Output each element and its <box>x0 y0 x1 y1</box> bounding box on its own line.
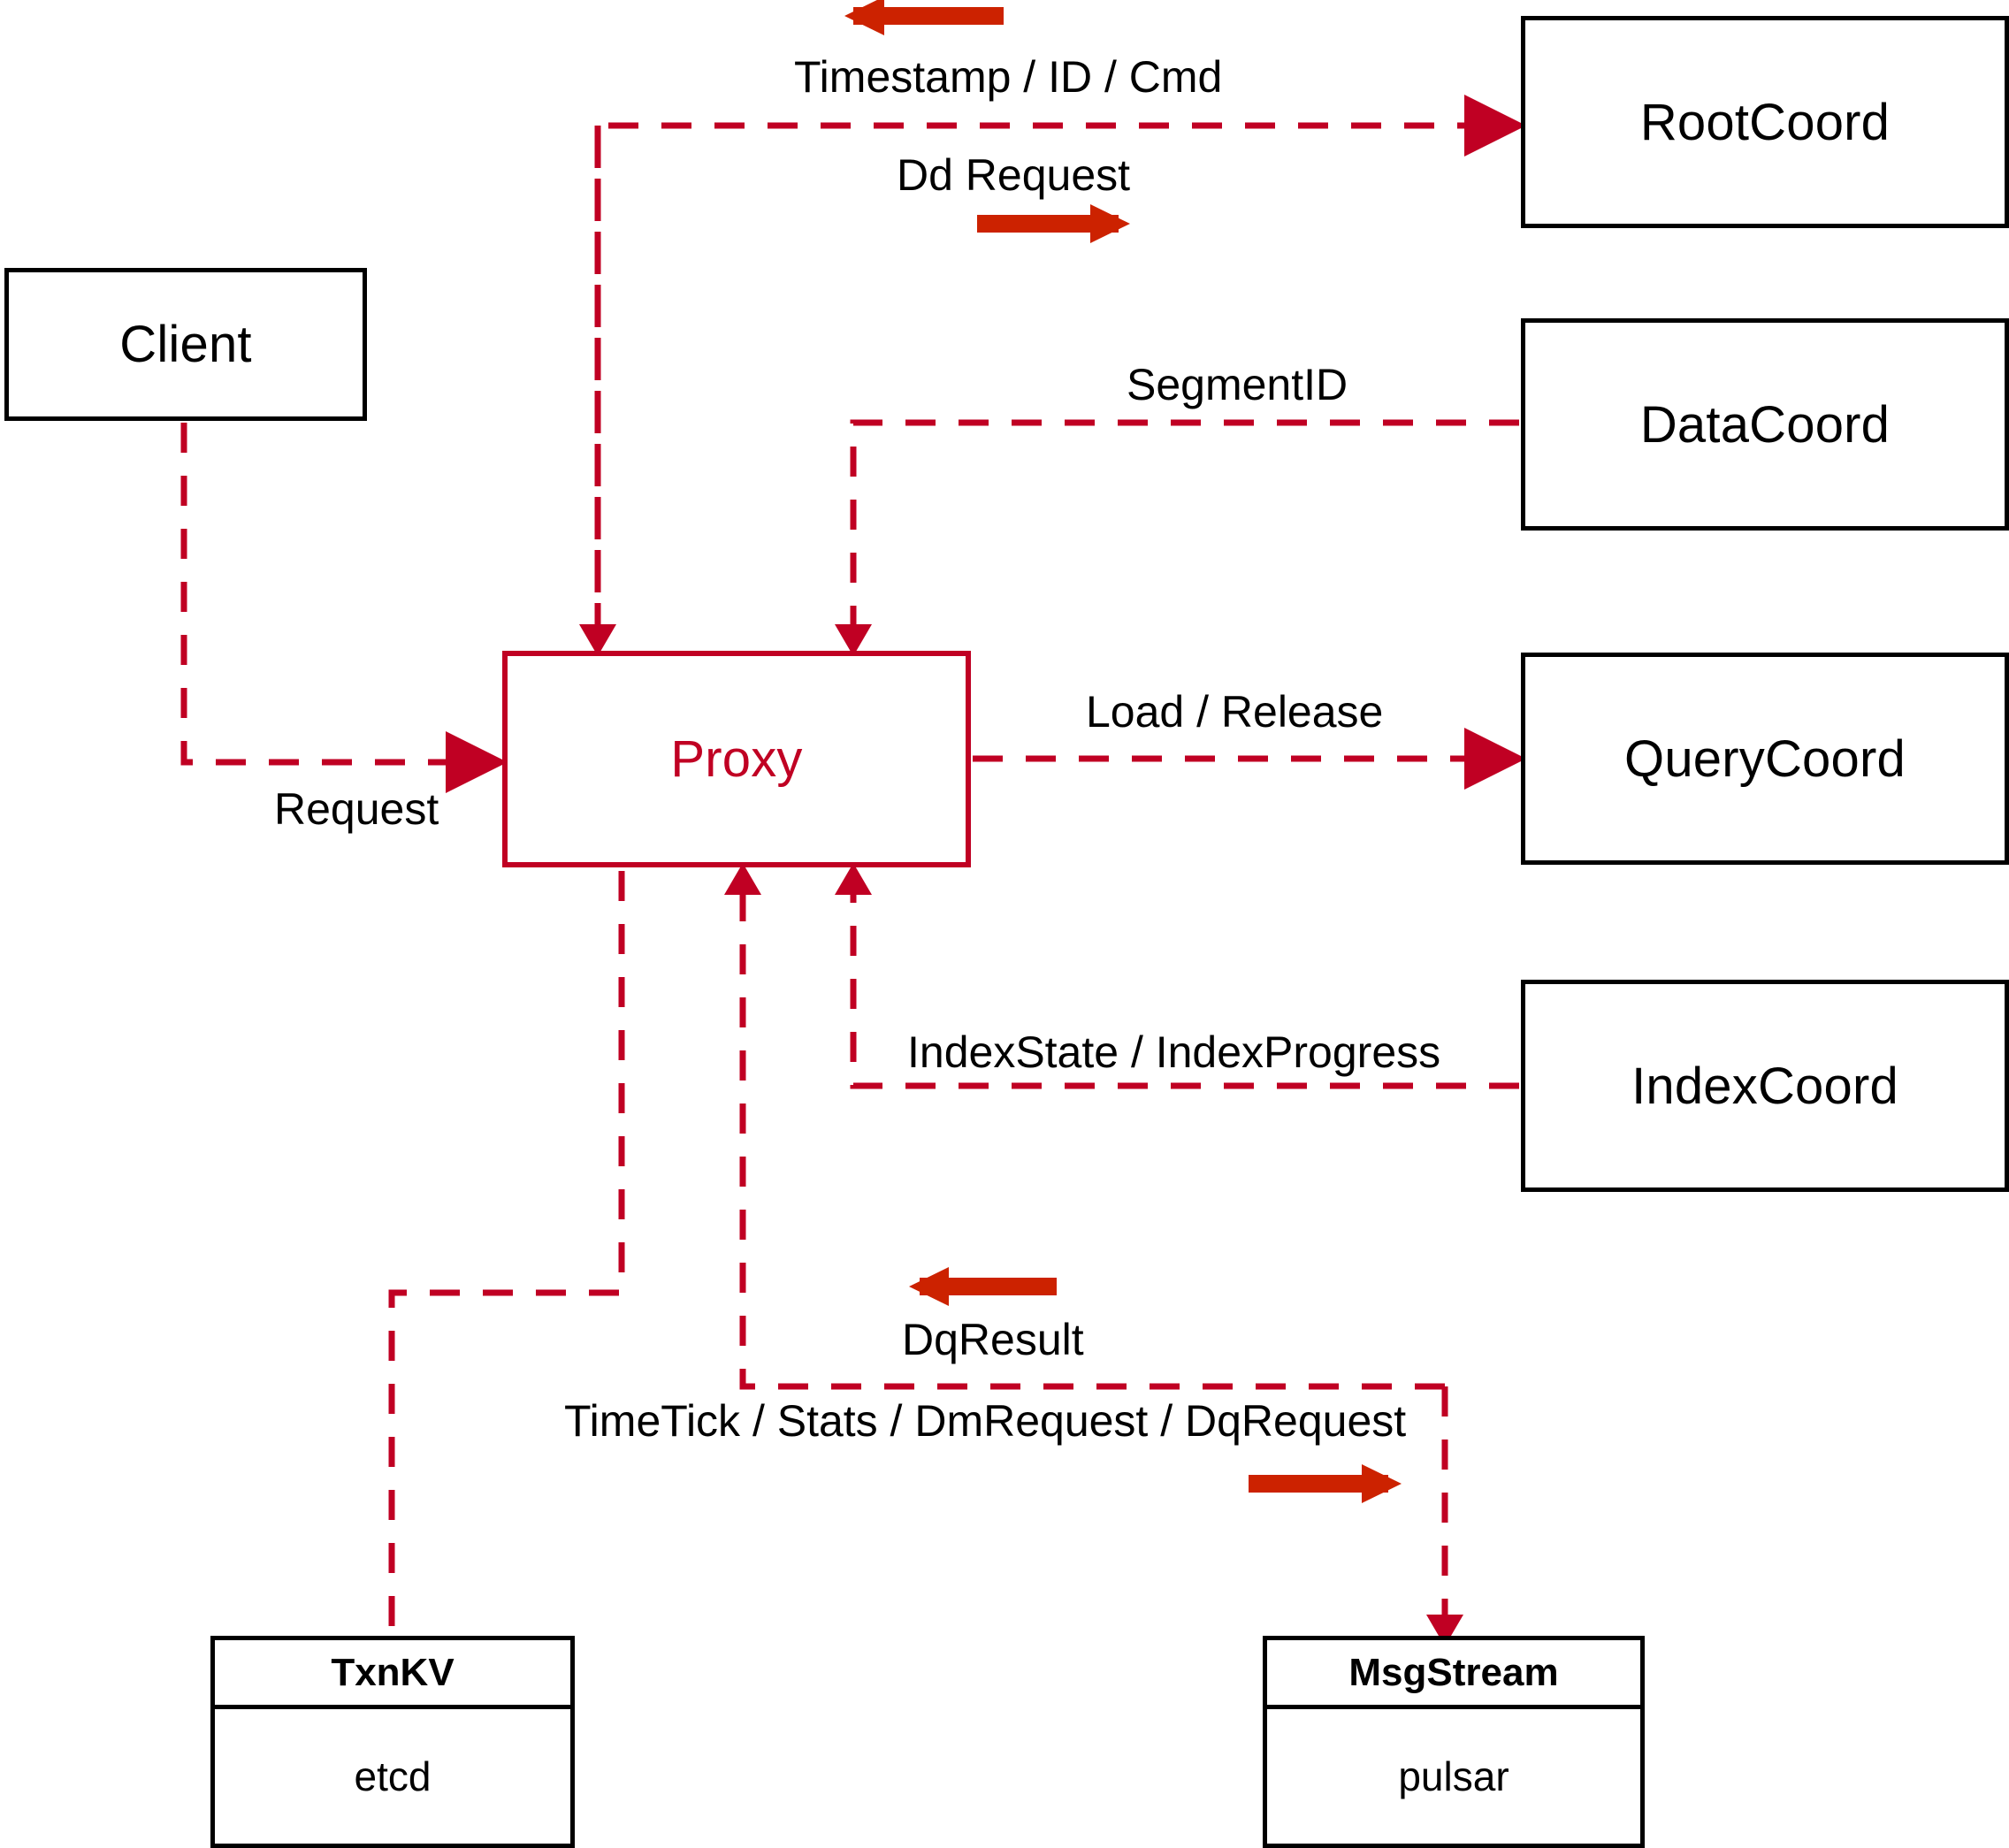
direction-arrow-dqresult-left <box>909 1267 1057 1306</box>
node-txnkv[interactable]: TxnKV etcd <box>210 1636 575 1848</box>
node-rootcoord-label: RootCoord <box>1639 93 1891 151</box>
edge-indexcoord-to-proxy <box>835 863 1519 1089</box>
edge-label-segment-id: SegmentID <box>1127 360 1348 409</box>
edge-client-to-proxy <box>180 423 508 793</box>
node-querycoord[interactable]: QueryCoord <box>1521 653 2009 865</box>
edge-label-load-release: Load / Release <box>1086 687 1384 737</box>
edge-proxy-to-rootcoord <box>579 95 1526 656</box>
direction-arrow-timetick-right <box>1249 1464 1402 1503</box>
node-indexcoord[interactable]: IndexCoord <box>1521 980 2009 1192</box>
edge-proxy-to-msgstream <box>1426 1386 1463 1646</box>
edge-label-dq-result: DqResult <box>902 1315 1084 1364</box>
node-msgstream-header: MsgStream <box>1267 1640 1640 1709</box>
edge-label-dd-request: Dd Request <box>897 150 1131 200</box>
edge-label-index-state-progress: IndexState / IndexProgress <box>907 1027 1441 1077</box>
edge-msgstream-to-proxy <box>724 863 1445 1390</box>
direction-arrow-timestamp-left <box>844 0 1004 35</box>
node-client[interactable]: Client <box>4 268 367 421</box>
node-proxy[interactable]: Proxy <box>502 651 971 867</box>
edge-label-timetick-stats: TimeTick / Stats / DmRequest / DqRequest <box>564 1396 1407 1446</box>
node-indexcoord-label: IndexCoord <box>1631 1057 1898 1115</box>
node-proxy-label: Proxy <box>670 730 803 788</box>
node-datacoord-label: DataCoord <box>1639 395 1891 454</box>
node-client-label: Client <box>119 316 252 373</box>
node-msgstream[interactable]: MsgStream pulsar <box>1263 1636 1645 1848</box>
node-txnkv-header: TxnKV <box>215 1640 570 1709</box>
direction-arrow-ddrequest-right <box>977 204 1130 243</box>
edge-label-request: Request <box>274 784 439 834</box>
node-txnkv-body: etcd <box>354 1753 432 1799</box>
edge-label-timestamp-id-cmd: Timestamp / ID / Cmd <box>794 52 1223 102</box>
node-rootcoord[interactable]: RootCoord <box>1521 16 2009 228</box>
edge-datacoord-to-proxy <box>835 419 1519 656</box>
edge-proxy-to-txnkv <box>388 871 625 1636</box>
node-msgstream-body: pulsar <box>1398 1753 1509 1799</box>
node-querycoord-label: QueryCoord <box>1624 729 1906 788</box>
node-datacoord[interactable]: DataCoord <box>1521 318 2009 531</box>
